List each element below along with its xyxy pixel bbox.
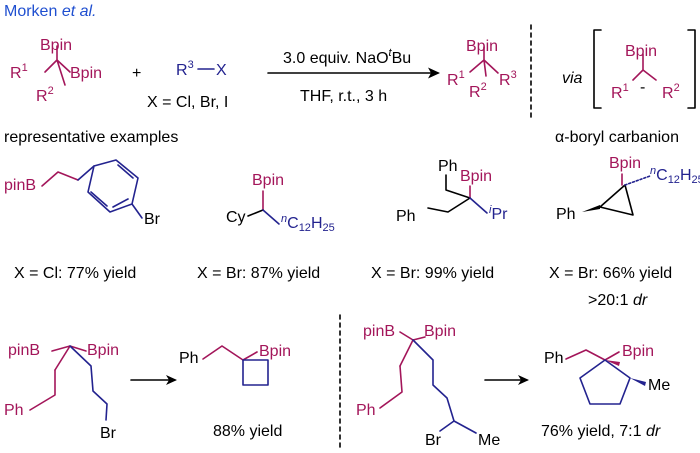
svg-text:Ph: Ph: [556, 206, 576, 223]
author-label: Morken et al.: [4, 3, 97, 20]
svg-text:Bpin: Bpin: [87, 342, 119, 359]
example-3-structure: Ph Bpin iPr Ph: [396, 158, 508, 225]
svg-text:pinB: pinB: [363, 323, 395, 340]
svg-text:-: -: [640, 79, 645, 96]
example-4-structure: Bpin nC12H25 Ph: [556, 155, 700, 223]
svg-text:Me: Me: [478, 432, 500, 449]
svg-text:Bpin: Bpin: [625, 43, 657, 60]
svg-text:Ph: Ph: [356, 402, 376, 419]
cyclization-1-arrow: [130, 375, 177, 385]
cyclization-1-caption: 88% yield: [213, 423, 282, 440]
cyclization-2-substrate: pinB Bpin Ph Br Me: [356, 323, 500, 449]
svg-text:Bpin: Bpin: [252, 172, 284, 189]
svg-text:R3: R3: [176, 59, 194, 79]
svg-text:Br: Br: [144, 211, 161, 228]
svg-text:Cy: Cy: [226, 209, 246, 226]
svg-text:Br: Br: [425, 432, 442, 449]
svg-text:Ph: Ph: [4, 402, 24, 419]
substrate-gem-diboronate: Bpin R1 Bpin R2: [10, 37, 102, 105]
svg-text:R1: R1: [611, 82, 629, 102]
svg-text:Ph: Ph: [438, 158, 458, 175]
svg-text:Bpin: Bpin: [466, 38, 498, 55]
svg-text:nC12H25: nC12H25: [281, 213, 335, 234]
svg-text:R2: R2: [662, 82, 680, 102]
halide-definition: X = Cl, Br, I: [147, 94, 228, 111]
svg-text:Bpin: Bpin: [70, 65, 102, 82]
svg-text:nC12H25: nC12H25: [650, 165, 700, 186]
alkyl-halide: R3 X X = Cl, Br, I: [147, 59, 228, 111]
svg-text:3.0 equiv. NaOtBu: 3.0 equiv. NaOtBu: [283, 47, 411, 67]
svg-text:Me: Me: [648, 377, 670, 394]
svg-text:Bpin: Bpin: [424, 323, 456, 340]
svg-text:Ph: Ph: [544, 350, 564, 367]
carbanion-label: α-boryl carbanion: [555, 129, 679, 146]
svg-text:pinB: pinB: [4, 177, 36, 194]
reaction-arrow: 3.0 equiv. NaOtBu THF, r.t., 3 h: [267, 47, 440, 105]
example-4-caption: X = Br: 66% yield: [549, 265, 672, 282]
cyclization-2-arrow: [484, 375, 529, 385]
svg-text:pinB: pinB: [8, 342, 40, 359]
example-1-caption: X = Cl: 77% yield: [14, 265, 136, 282]
svg-text:Bpin: Bpin: [40, 37, 72, 54]
example-2-structure: Bpin Cy nC12H25: [226, 172, 335, 234]
example-1-structure: pinB Br: [4, 159, 161, 228]
svg-text:Bpin: Bpin: [609, 155, 641, 172]
via-label: via: [562, 70, 583, 87]
cyclization-2-caption: 76% yield, 7:1 dr: [541, 423, 661, 440]
cyclization-2-product: Ph Bpin Me: [544, 343, 670, 405]
svg-text:R2: R2: [469, 81, 487, 101]
svg-text:X: X: [216, 62, 227, 79]
product-general: Bpin R1 R2 R3: [447, 38, 517, 101]
boryl-carbanion: Bpin R1 - R2: [593, 29, 696, 109]
svg-text:THF, r.t., 3 h: THF, r.t., 3 h: [300, 88, 387, 105]
svg-text:iPr: iPr: [489, 204, 508, 223]
svg-text:Bpin: Bpin: [460, 168, 492, 185]
svg-text:R1: R1: [10, 62, 28, 82]
cyclization-1-product: Ph Bpin: [179, 343, 291, 386]
svg-text:R1: R1: [447, 69, 465, 89]
svg-text:R3: R3: [499, 69, 517, 89]
plus-sign: +: [132, 65, 141, 82]
svg-text:R2: R2: [36, 85, 54, 105]
svg-text:Br: Br: [100, 425, 117, 442]
example-3-caption: X = Br: 99% yield: [371, 265, 494, 282]
cyclization-1-substrate: pinB Bpin Ph Br: [4, 342, 119, 442]
representative-label: representative examples: [4, 129, 178, 146]
example-4-dr: >20:1 dr: [588, 292, 648, 309]
svg-text:Bpin: Bpin: [622, 343, 654, 360]
svg-text:Bpin: Bpin: [259, 343, 291, 360]
svg-text:Ph: Ph: [179, 350, 199, 367]
svg-text:Ph: Ph: [396, 208, 416, 225]
example-2-caption: X = Br: 87% yield: [197, 265, 320, 282]
